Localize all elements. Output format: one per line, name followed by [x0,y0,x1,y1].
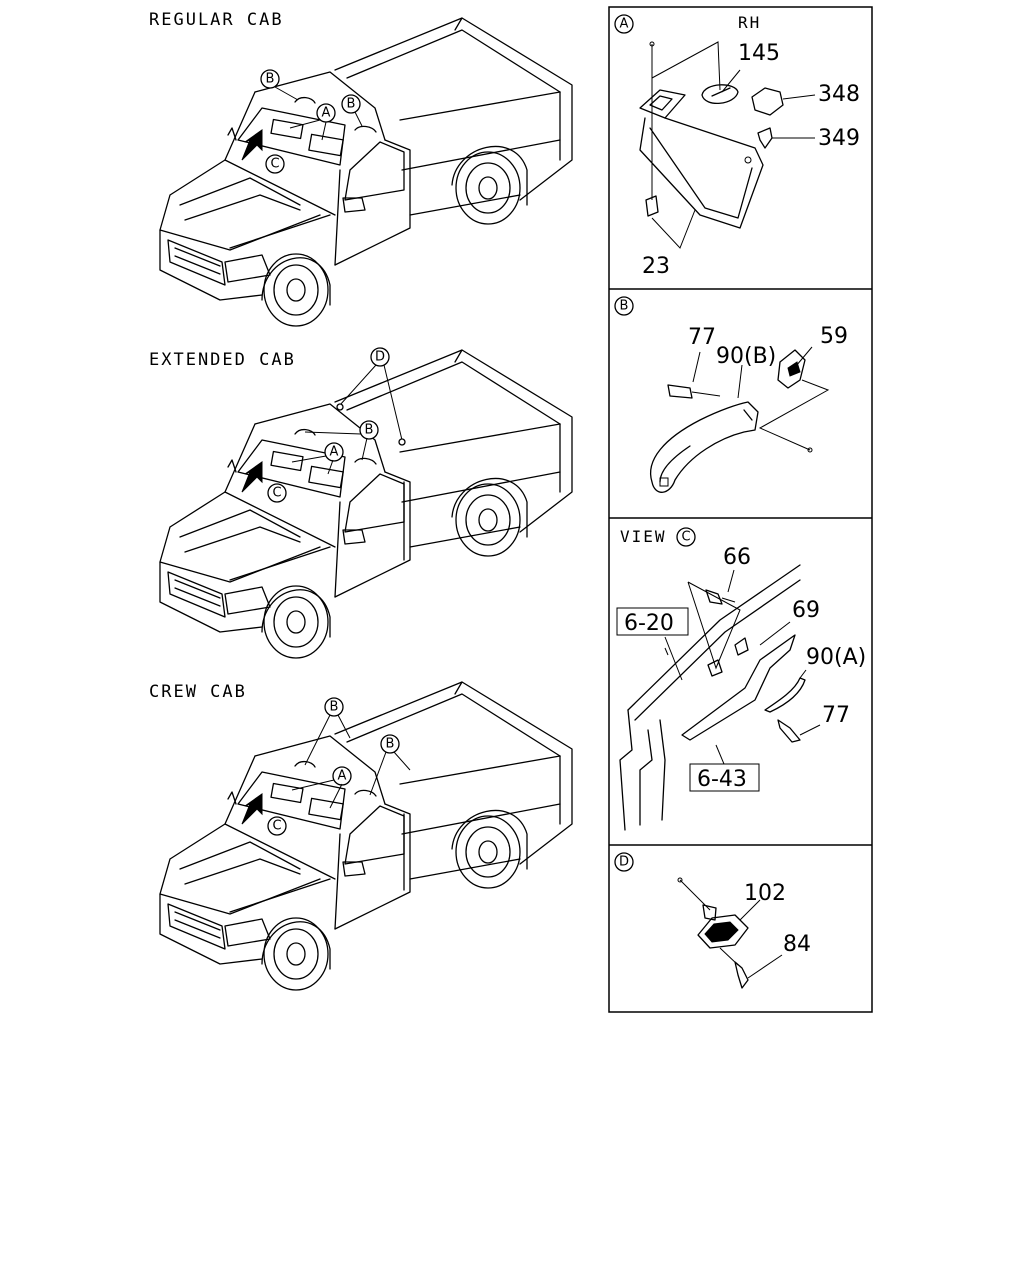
extended-cab-title: EXTENDED CAB [149,350,296,370]
svg-text:66: 66 [723,545,751,570]
svg-text:77: 77 [822,703,850,728]
regular-cab-title: REGULAR CAB [149,10,284,30]
panel-a-sun-visor: A RH 145 348 349 23 [614,13,860,279]
svg-text:A: A [322,106,331,121]
svg-text:84: 84 [783,932,811,957]
crew-cab-truck: B B A C [159,681,573,991]
svg-text:69: 69 [792,598,820,623]
svg-text:RH: RH [738,13,761,32]
panel-c-view: VIEW C 66 69 90(A) 77 6-20 6-43 [616,527,866,831]
panel-b-assist-grip: B 77 90(B) 59 [614,296,848,493]
svg-text:A: A [338,769,347,784]
svg-text:145: 145 [738,41,780,66]
svg-text:B: B [386,737,395,752]
svg-text:102: 102 [744,881,786,906]
regular-cab-truck: B B A C [159,17,573,327]
svg-text:B: B [330,700,339,715]
svg-text:90(B): 90(B) [716,344,776,369]
svg-text:B: B [365,423,374,438]
svg-text:A: A [330,445,339,460]
svg-text:B: B [266,72,275,87]
svg-text:77: 77 [688,325,716,350]
svg-text:6-43: 6-43 [697,767,747,792]
svg-text:23: 23 [642,254,670,279]
detail-panels-frame [608,6,873,1013]
svg-text:C: C [270,157,279,172]
crew-cab-title: CREW CAB [149,682,247,702]
svg-text:59: 59 [820,324,848,349]
svg-text:VIEW: VIEW [620,527,667,546]
svg-text:D: D [375,350,385,365]
svg-text:A: A [620,17,629,32]
svg-text:349: 349 [818,126,860,151]
svg-text:B: B [620,299,629,314]
svg-text:C: C [272,486,281,501]
panel-d-dome-fastener: D 102 84 [614,852,811,989]
svg-text:D: D [619,855,629,870]
svg-text:C: C [272,819,281,834]
svg-text:C: C [681,530,690,545]
svg-text:90(A): 90(A) [806,645,866,670]
svg-text:B: B [347,97,356,112]
extended-cab-truck: D B A C [159,347,573,659]
svg-text:6-20: 6-20 [624,611,674,636]
svg-text:348: 348 [818,82,860,107]
